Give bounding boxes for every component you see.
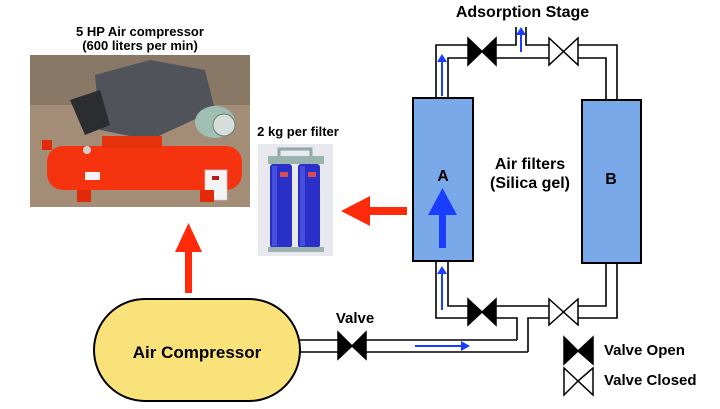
filter-photo	[258, 144, 333, 256]
valve-top-a[interactable]	[467, 36, 497, 67]
legend-open-label: Valve Open	[604, 342, 685, 359]
valve-bottom-a[interactable]	[467, 297, 497, 327]
valve-closed-icon	[562, 36, 579, 67]
pipe-bot-b-outer	[578, 263, 618, 319]
pipe-bot-mid-b	[527, 317, 549, 352]
pipe-bot-mid-a	[496, 317, 518, 340]
flow-arrow-top-a	[437, 54, 447, 96]
flow-arrows	[415, 27, 526, 351]
flow-arrow-filter-a	[428, 188, 457, 248]
valve-open-icon	[467, 297, 484, 327]
flow-arrow-outlet	[516, 27, 526, 52]
filter-b	[581, 99, 642, 264]
legend-closed-label: Valve Closed	[604, 372, 697, 389]
pipe-bot-a-inner	[447, 261, 468, 307]
flow-arrow-bottom-a	[437, 266, 447, 310]
air-compressor-shape	[93, 298, 301, 402]
diagram-title: Adsorption Stage	[455, 4, 590, 21]
filter-b-label: B	[605, 171, 617, 188]
valve-top-b[interactable]	[548, 36, 579, 67]
compressor-photo	[30, 55, 250, 207]
flow-arrow-main	[415, 341, 470, 351]
pipe-top-mid-outer	[496, 27, 517, 46]
pipe-top-b-inner	[578, 57, 607, 100]
filter-a-label: A	[437, 168, 449, 185]
pipe-network	[300, 27, 618, 353]
filters-label-line2: (Silica gel)	[489, 175, 571, 192]
pipe-bot-a-outer	[435, 261, 468, 319]
compressor-photo-caption-line1: 5 HP Air compressor	[76, 24, 204, 39]
valve-open-icon	[337, 330, 354, 361]
legend-open-icon	[563, 335, 594, 366]
valve-closed-icon	[562, 297, 579, 327]
inlet-valve-label: Valve	[335, 310, 375, 327]
valve-inlet[interactable]	[337, 330, 367, 361]
pipe-top-a-outer	[435, 44, 468, 98]
filters-label-line1: Air filters	[494, 156, 566, 173]
red-arrow-up	[175, 223, 202, 293]
valve-bottom-b[interactable]	[548, 297, 579, 327]
legend-closed-icon	[563, 366, 594, 397]
pipe-outlet-stub	[525, 27, 549, 46]
valve-open-icon	[480, 36, 497, 67]
filter-photo-caption: 2 kg per filter	[257, 124, 339, 139]
valve-closed-icon	[548, 297, 565, 327]
pipe-bot-b-inner	[578, 263, 607, 307]
valve-open-icon	[467, 36, 484, 67]
air-compressor-label: Air Compressor	[133, 343, 262, 362]
valve-open-icon	[480, 297, 497, 327]
valve-closed-icon	[548, 36, 565, 67]
pipe-top-a-inner	[447, 57, 468, 98]
red-arrow-left	[341, 196, 407, 226]
valve-open-icon	[350, 330, 367, 361]
compressor-photo-caption-line2: (600 liters per min)	[82, 38, 198, 53]
pipe-top-b-outer	[578, 44, 618, 100]
